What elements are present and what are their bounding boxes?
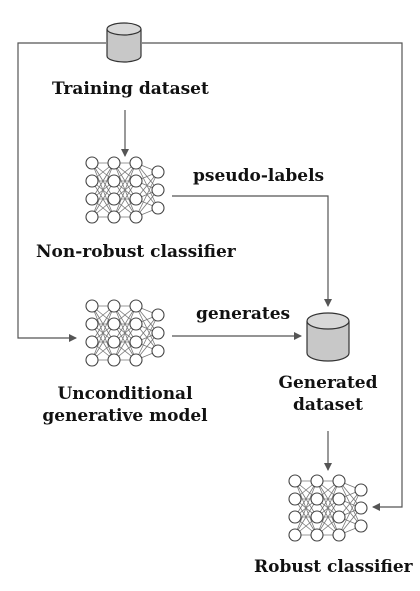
network-node — [107, 353, 121, 367]
network-node — [310, 474, 324, 488]
non-robust-classifier-network-icon — [85, 156, 165, 224]
network-node — [310, 492, 324, 506]
network-node — [354, 501, 368, 515]
network-node — [332, 474, 346, 488]
network-node — [85, 353, 99, 367]
network-edge — [113, 180, 137, 218]
network-edge — [135, 171, 159, 218]
network-edge — [91, 305, 115, 343]
network-node — [129, 353, 143, 367]
network-edge — [316, 480, 340, 518]
non-robust-classifier-label: Non-robust classifier — [36, 242, 236, 262]
network-node — [129, 317, 143, 331]
generated-dataset-label: Generated dataset — [268, 372, 388, 416]
network-node — [85, 192, 99, 206]
network-edge — [91, 162, 115, 218]
training-to-generative-arrow — [17, 42, 106, 342]
network-node — [85, 174, 99, 188]
network-node — [151, 201, 165, 215]
robust-classifier-label: Robust classifier — [254, 557, 413, 577]
network-edge — [113, 305, 137, 361]
generative-model-network-icon — [85, 299, 165, 367]
network-edge — [91, 305, 115, 361]
network-node — [288, 474, 302, 488]
network-node — [85, 317, 99, 331]
network-node — [107, 299, 121, 313]
network-node — [151, 165, 165, 179]
network-node — [310, 528, 324, 542]
network-node — [354, 519, 368, 533]
network-node — [332, 510, 346, 524]
network-edge — [91, 162, 115, 200]
network-node — [129, 335, 143, 349]
network-node — [354, 483, 368, 497]
network-node — [107, 192, 121, 206]
network-node — [332, 492, 346, 506]
network-node — [310, 510, 324, 524]
generates-label: generates — [196, 304, 291, 324]
network-edge — [294, 480, 318, 518]
network-node — [129, 210, 143, 224]
network-edge — [113, 162, 137, 200]
network-node — [85, 210, 99, 224]
network-edge — [113, 162, 137, 218]
network-node — [107, 156, 121, 170]
network-node — [85, 156, 99, 170]
unconditional-model-label-line1: Unconditional — [57, 384, 193, 404]
network-edge — [113, 323, 137, 361]
network-node — [288, 510, 302, 524]
network-node — [288, 492, 302, 506]
generated-dataset-icon — [306, 312, 350, 362]
network-node — [151, 308, 165, 322]
network-node — [151, 183, 165, 197]
network-node — [332, 528, 346, 542]
training-dataset-label: Training dataset — [52, 79, 209, 99]
unconditional-model-label-line2: generative model — [42, 406, 208, 426]
network-edge — [316, 498, 340, 536]
network-node — [107, 317, 121, 331]
unconditional-model-label: Unconditional generative model — [30, 383, 220, 427]
network-edge — [91, 180, 115, 218]
network-edge — [316, 480, 340, 536]
network-node — [107, 335, 121, 349]
network-node — [129, 156, 143, 170]
network-node — [107, 174, 121, 188]
network-edge — [338, 489, 362, 536]
network-edge — [135, 314, 159, 361]
robust-classifier-network-icon — [288, 474, 368, 542]
network-node — [85, 299, 99, 313]
pseudo-labels-label: pseudo-labels — [193, 166, 325, 186]
network-edge — [294, 498, 318, 536]
network-node — [129, 299, 143, 313]
network-node — [129, 192, 143, 206]
training-dataset-icon — [106, 22, 142, 63]
network-edge — [294, 480, 318, 536]
network-node — [85, 335, 99, 349]
network-node — [151, 344, 165, 358]
network-edge — [113, 305, 137, 343]
network-edge — [91, 323, 115, 361]
network-node — [107, 210, 121, 224]
generated-dataset-label-line1: Generated — [278, 373, 378, 393]
pseudo-labels-arrow — [172, 195, 332, 307]
network-node — [151, 326, 165, 340]
training-to-robust-arrow — [142, 42, 403, 511]
generated-dataset-label-line2: dataset — [292, 395, 363, 415]
network-node — [129, 174, 143, 188]
network-node — [288, 528, 302, 542]
